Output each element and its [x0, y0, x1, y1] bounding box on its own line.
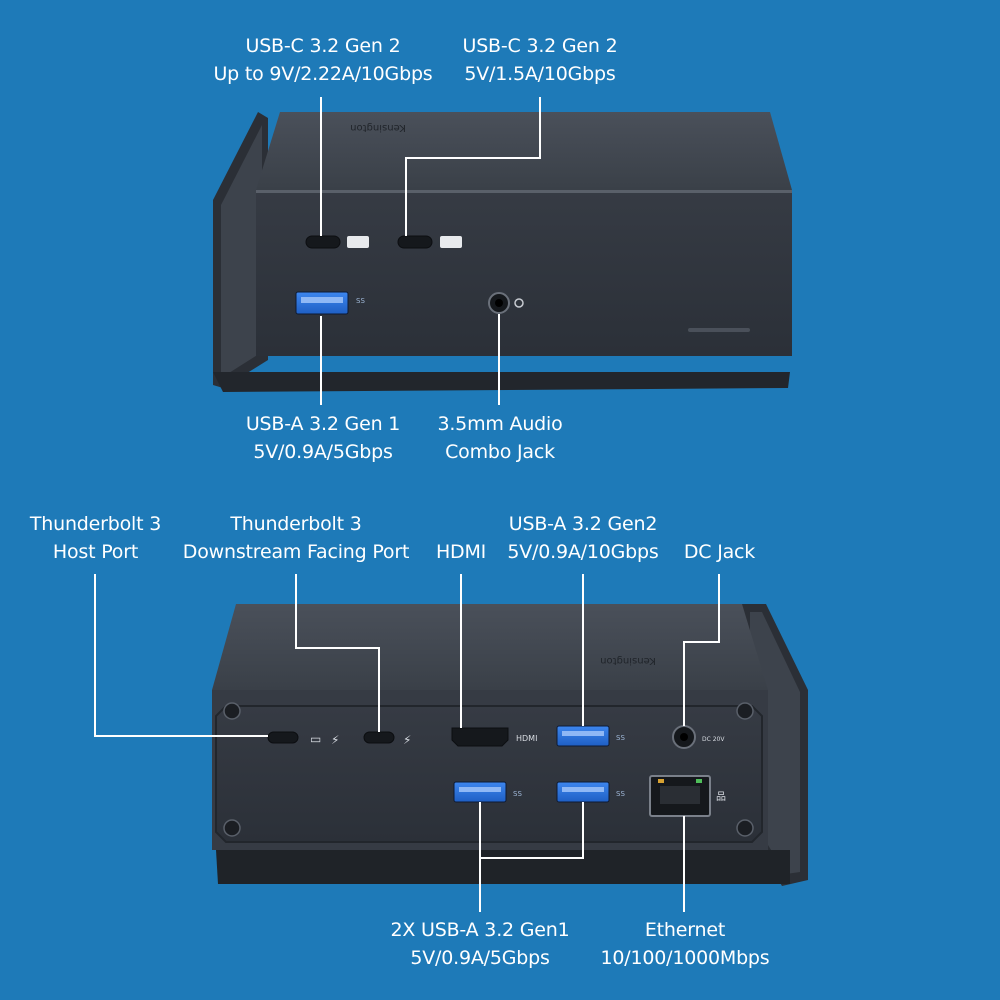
screw-top-right [736, 702, 754, 720]
label-usba-gen2-line1: USB-A 3.2 Gen2 [508, 513, 658, 535]
bottom-dock-recess [215, 705, 763, 843]
svg-text:SS: SS [616, 790, 625, 798]
hdmi-port [451, 727, 509, 747]
top-usbc-icon-right [440, 236, 462, 248]
hdmi-port-mark: HDMI [516, 734, 537, 743]
label-usba-gen1: 2X USB-A 3.2 Gen1 5V/0.9A/5Gbps [378, 916, 582, 972]
label-usbc-right: USB-C 3.2 Gen 2 5V/1.5A/10Gbps [445, 32, 635, 88]
label-usbc-left: USB-C 3.2 Gen 2 Up to 9V/2.22A/10Gbps [208, 32, 438, 88]
screw-bottom-left [223, 819, 241, 837]
top-led-bar [688, 328, 750, 332]
top-dock-lid [256, 112, 792, 190]
top-usbc-icon-left [347, 236, 369, 248]
label-usba-front: USB-A 3.2 Gen 1 5V/0.9A/5Gbps [228, 410, 418, 466]
label-tb3-down: Thunderbolt 3 Downstream Facing Port [176, 510, 416, 566]
label-usbc-left-line1: USB-C 3.2 Gen 2 [245, 35, 401, 57]
bottom-dock-lid [212, 604, 768, 690]
leader-usba-gen1-bracket [479, 802, 584, 859]
label-tb3-host-line1: Thunderbolt 3 [29, 513, 162, 535]
leader-tb3-host [94, 574, 268, 737]
bottom-brand-mark: Kensington [600, 655, 656, 666]
label-usba-front-line1: USB-A 3.2 Gen 1 [245, 413, 401, 435]
svg-text:SS: SS [356, 297, 365, 305]
screw-bottom-right [736, 819, 754, 837]
svg-text:▭: ▭ [310, 732, 321, 746]
label-usba-gen2-line2: 5V/0.9A/10Gbps [507, 541, 659, 563]
top-usbc-port-right [397, 235, 433, 249]
label-ethernet-line1: Ethernet [644, 919, 726, 941]
label-audio-line1: 3.5mm Audio [437, 413, 563, 435]
svg-text:⚡: ⚡ [331, 733, 339, 747]
label-audio-line2: Combo Jack [445, 441, 555, 463]
leader-dc-jack [683, 574, 720, 726]
label-tb3-down-line2: Downstream Facing Port [182, 541, 410, 563]
svg-text:⚡: ⚡ [403, 733, 411, 747]
label-usba-front-line2: 5V/0.9A/5Gbps [253, 441, 393, 463]
label-hdmi-line1: HDMI [435, 541, 487, 563]
label-usba-gen2: USB-A 3.2 Gen2 5V/0.9A/10Gbps [497, 510, 669, 566]
label-ethernet-line2: 10/100/1000Mbps [600, 947, 770, 969]
label-tb3-host-line2: Host Port [52, 541, 139, 563]
svg-text:SS: SS [616, 734, 625, 742]
label-hdmi: HDMI [422, 538, 500, 566]
label-usbc-right-line2: 5V/1.5A/10Gbps [464, 63, 616, 85]
label-tb3-host: Thunderbolt 3 Host Port [18, 510, 173, 566]
svg-text:SS: SS [513, 790, 522, 798]
label-ethernet: Ethernet 10/100/1000Mbps [590, 916, 780, 972]
label-dc-jack-line1: DC Jack [683, 541, 756, 563]
label-audio: 3.5mm Audio Combo Jack [420, 410, 580, 466]
top-usbc-port-left [305, 235, 341, 249]
top-dock-base [213, 372, 790, 392]
label-dc-jack: DC Jack [672, 538, 767, 566]
label-usbc-left-line2: Up to 9V/2.22A/10Gbps [213, 63, 433, 85]
tb3-host-port [267, 731, 299, 744]
label-usba-gen1-line1: 2X USB-A 3.2 Gen1 [390, 919, 570, 941]
tb3-downstream-port [363, 731, 395, 744]
leader-tb3-down [295, 574, 380, 732]
bottom-dock: Kensington ▭ ⚡ ⚡ HDMI SS DC 20V SS [94, 574, 808, 912]
dc-port-mark: DC 20V [702, 736, 725, 743]
svg-text:品: 品 [716, 791, 726, 803]
label-tb3-down-line1: Thunderbolt 3 [230, 513, 362, 535]
top-leader-usbc-right [405, 97, 541, 236]
label-usba-gen1-line2: 5V/0.9A/5Gbps [410, 947, 550, 969]
top-brand-mark: Kensington [350, 122, 406, 133]
bottom-dock-base [216, 850, 790, 884]
label-usbc-right-line1: USB-C 3.2 Gen 2 [462, 35, 618, 57]
top-dock: Kensington SS [213, 97, 792, 405]
screw-top-left [223, 702, 241, 720]
